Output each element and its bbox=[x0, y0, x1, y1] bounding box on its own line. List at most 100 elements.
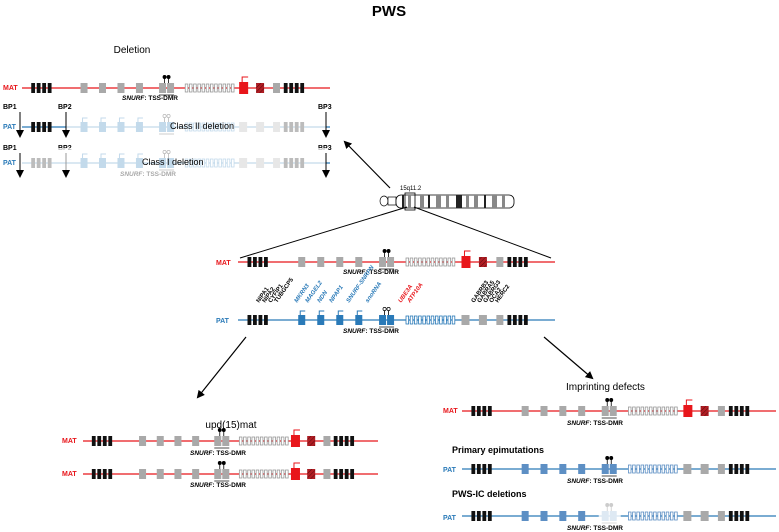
snorna-box bbox=[665, 406, 670, 416]
deletion-pat-label-1: PAT bbox=[3, 124, 17, 131]
snorna-box bbox=[447, 257, 452, 267]
snorna-box bbox=[276, 469, 281, 479]
grey-gene-box bbox=[192, 436, 200, 446]
center-pat-track bbox=[238, 307, 555, 328]
snorna-box bbox=[243, 436, 247, 446]
snorna-box bbox=[426, 315, 431, 325]
gene-box-black bbox=[333, 436, 338, 446]
gene-box-black bbox=[97, 436, 102, 446]
chromosome-band bbox=[484, 195, 486, 208]
bp1-label: BP1 bbox=[3, 104, 17, 111]
paternal-gene-box bbox=[559, 464, 567, 474]
snorna-box bbox=[231, 83, 235, 93]
zoom-lines bbox=[239, 206, 552, 259]
ube3a-tss-arrow bbox=[685, 399, 693, 405]
snorna-box bbox=[414, 257, 418, 267]
deletion-heading: Deletion bbox=[114, 45, 151, 56]
gene-box-black bbox=[247, 315, 252, 325]
deleted-region bbox=[22, 148, 326, 174]
methylation-mark bbox=[609, 398, 614, 402]
snorna-box bbox=[649, 511, 653, 521]
gene-box-black bbox=[745, 511, 750, 521]
chromosome-band bbox=[402, 195, 404, 208]
breakpoint-arrows bbox=[16, 112, 330, 178]
track-group bbox=[238, 249, 555, 270]
grey-gene-box bbox=[323, 436, 331, 446]
gene-box-black bbox=[518, 315, 523, 325]
snorna-box bbox=[247, 469, 251, 479]
snorna-box bbox=[205, 83, 210, 93]
snorna-box bbox=[285, 469, 289, 479]
snorna-box bbox=[218, 83, 222, 93]
snurf-box bbox=[159, 83, 167, 93]
grey-gene-box bbox=[99, 83, 106, 93]
snorna-box bbox=[674, 406, 678, 416]
snorna-box bbox=[644, 511, 649, 521]
gene-box-black bbox=[745, 406, 750, 416]
snorna-box bbox=[657, 464, 661, 474]
ube3a-box bbox=[239, 82, 249, 94]
gene-box-black bbox=[333, 469, 338, 479]
snorna-box bbox=[251, 436, 255, 446]
imprinting-pat-label-2: PAT bbox=[443, 515, 457, 522]
snorna-box bbox=[226, 83, 231, 93]
bp1-label-2: BP1 bbox=[3, 145, 17, 152]
gene-label-ndn: NDN bbox=[317, 290, 330, 305]
gene-box-black bbox=[108, 469, 113, 479]
snorna-box bbox=[201, 83, 206, 93]
snorna-box bbox=[264, 469, 268, 479]
methylation-mark bbox=[221, 428, 226, 432]
gene-box-black bbox=[102, 469, 107, 479]
snorna-box bbox=[670, 464, 674, 474]
snurf-box bbox=[214, 436, 222, 446]
ube3a-tss-arrow bbox=[293, 429, 300, 435]
gene-box-black bbox=[471, 511, 476, 521]
snorna-box bbox=[435, 257, 439, 267]
chromosome-15: 15q11.2 bbox=[379, 186, 515, 211]
snorna-box bbox=[255, 469, 260, 479]
center-pat-dmr-label: SNURF: TSS-DMR bbox=[343, 328, 399, 335]
gene-box-black bbox=[42, 122, 47, 132]
grey-gene-box bbox=[174, 436, 182, 446]
snorna-box bbox=[636, 511, 640, 521]
grey-gene-box bbox=[578, 406, 586, 416]
chromosome-band bbox=[502, 195, 505, 208]
ube3a-box bbox=[683, 464, 692, 474]
gene-box-black bbox=[47, 122, 52, 132]
gene-box-black bbox=[300, 83, 305, 93]
paternal-gene-box bbox=[578, 464, 586, 474]
methylation-mark bbox=[217, 428, 222, 432]
gene-box-black bbox=[294, 83, 299, 93]
gene-box-black bbox=[476, 406, 481, 416]
imprinting-pat-dmr-label-2: SNURF: TSS-DMR bbox=[567, 525, 623, 532]
snorna-box bbox=[193, 83, 197, 93]
bp2-label: BP2 bbox=[58, 104, 72, 111]
imprinting-mat-label: MAT bbox=[443, 408, 458, 415]
track-group bbox=[83, 461, 378, 482]
grey-gene-box bbox=[323, 469, 331, 479]
track-group bbox=[238, 307, 555, 328]
gene-box-black bbox=[344, 436, 349, 446]
snorna-box bbox=[430, 257, 435, 267]
snorna-box bbox=[665, 511, 670, 521]
snurf-box bbox=[379, 315, 387, 325]
snorna-box bbox=[210, 83, 214, 93]
snurf-box bbox=[222, 436, 230, 446]
imprinting-mat-track bbox=[462, 398, 776, 419]
gene-box-black bbox=[523, 315, 528, 325]
snorna-box bbox=[661, 511, 666, 521]
gene-box-black bbox=[97, 469, 102, 479]
methylation-mark bbox=[605, 456, 610, 460]
gene-box-black bbox=[476, 464, 481, 474]
grey-gene-box bbox=[174, 469, 182, 479]
track-group bbox=[22, 75, 330, 96]
snorna-box bbox=[251, 469, 255, 479]
grey-gene-box bbox=[135, 83, 143, 93]
snorna-box bbox=[435, 315, 439, 325]
grey-gene-box bbox=[156, 436, 164, 446]
tss-arrow bbox=[318, 310, 325, 315]
grey-gene-box bbox=[717, 464, 725, 474]
snorna-box bbox=[426, 257, 431, 267]
deletion-pat-label-2: PAT bbox=[3, 160, 17, 167]
gene-box-black bbox=[487, 464, 492, 474]
